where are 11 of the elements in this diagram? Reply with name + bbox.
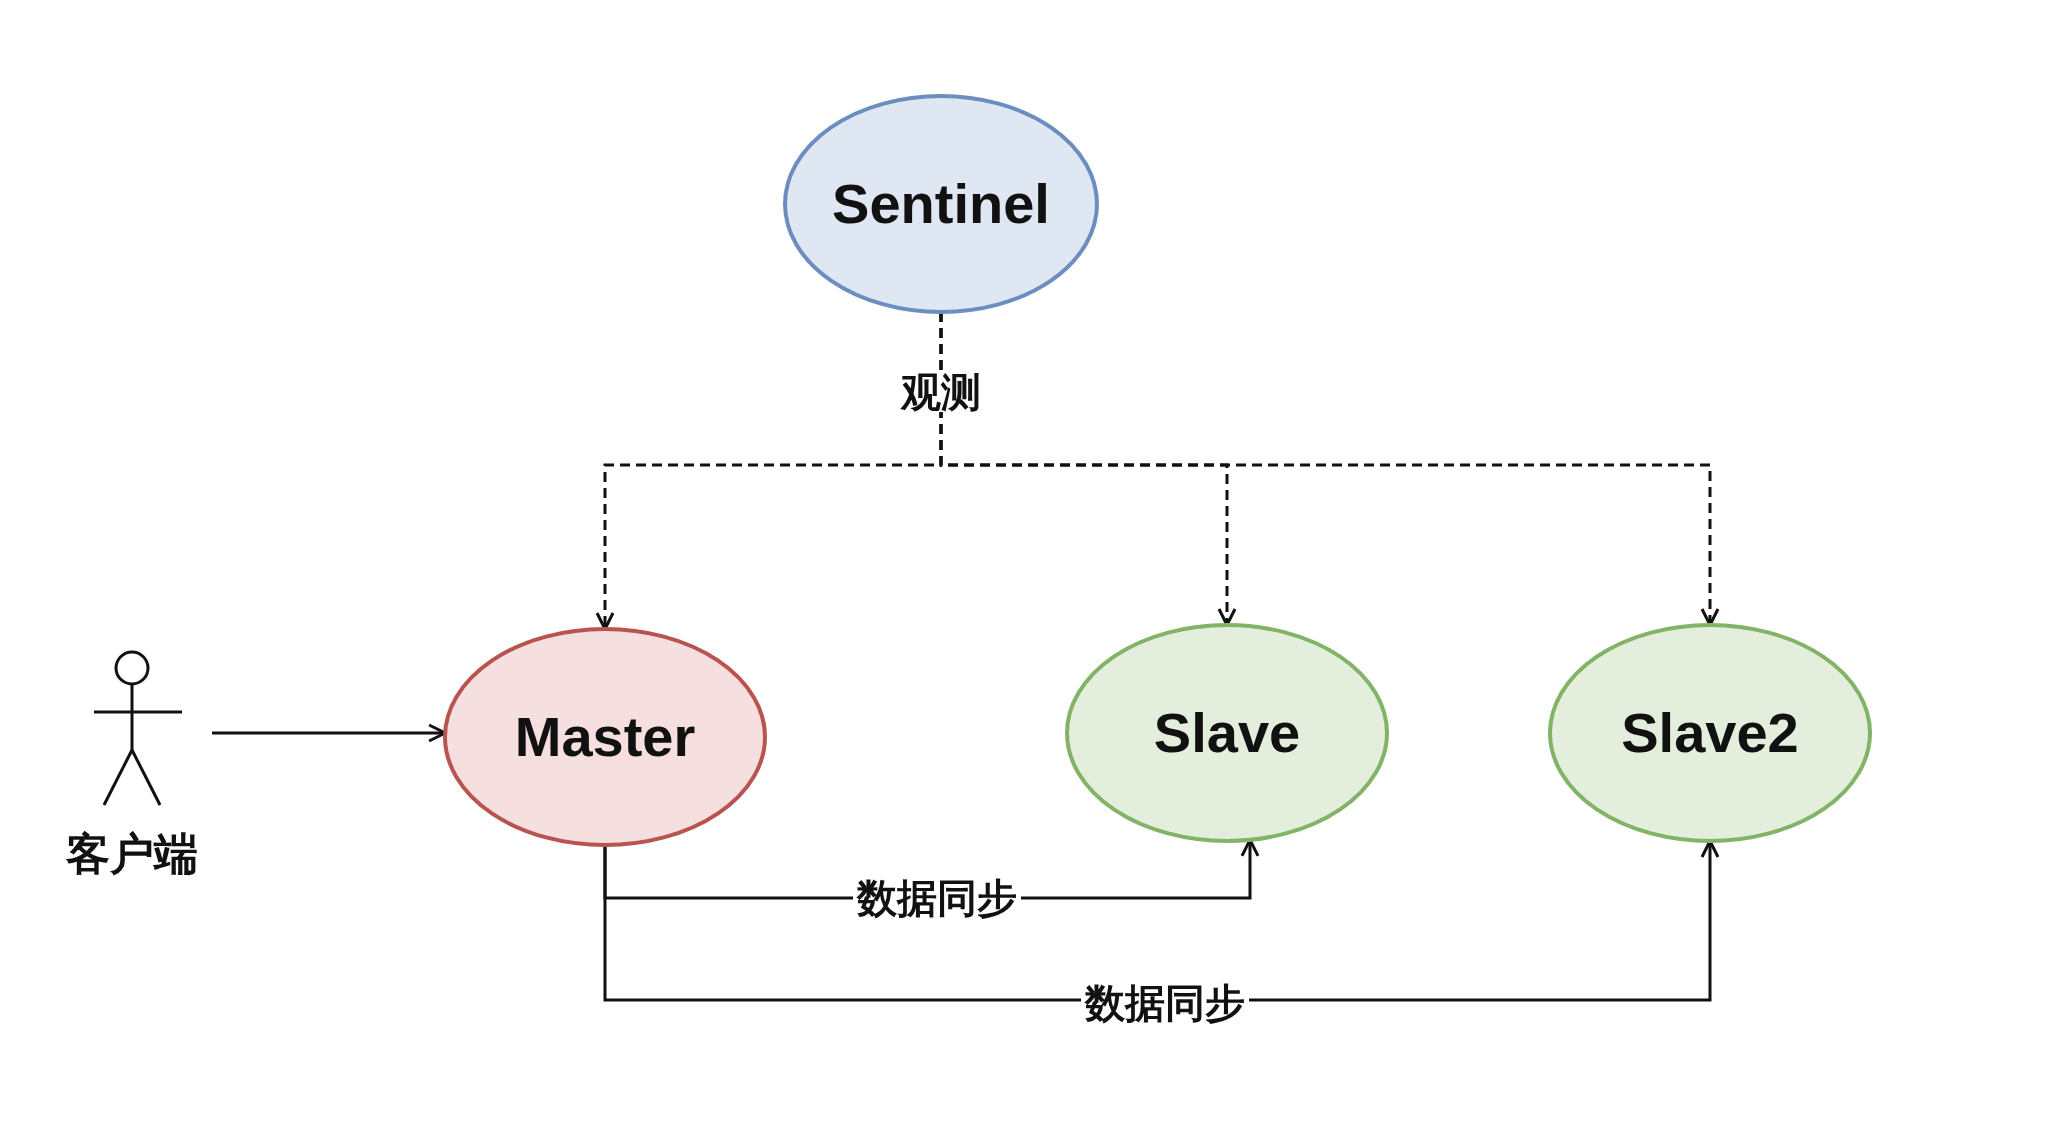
ellipse-node: [441, 625, 769, 849]
ellipse-node: [1063, 621, 1391, 845]
ellipse-node: [1546, 621, 1874, 845]
node-label: 客户端: [66, 828, 198, 880]
node-label: Slave2: [1621, 700, 1799, 766]
node-label: Slave: [1153, 700, 1301, 766]
edge-label: 数据同步: [1081, 983, 1249, 1023]
edge-label: 数据同步: [853, 878, 1021, 918]
node-label: Sentinel: [832, 171, 1050, 237]
ellipse-node: [781, 92, 1101, 316]
node-label: Master: [514, 704, 696, 770]
